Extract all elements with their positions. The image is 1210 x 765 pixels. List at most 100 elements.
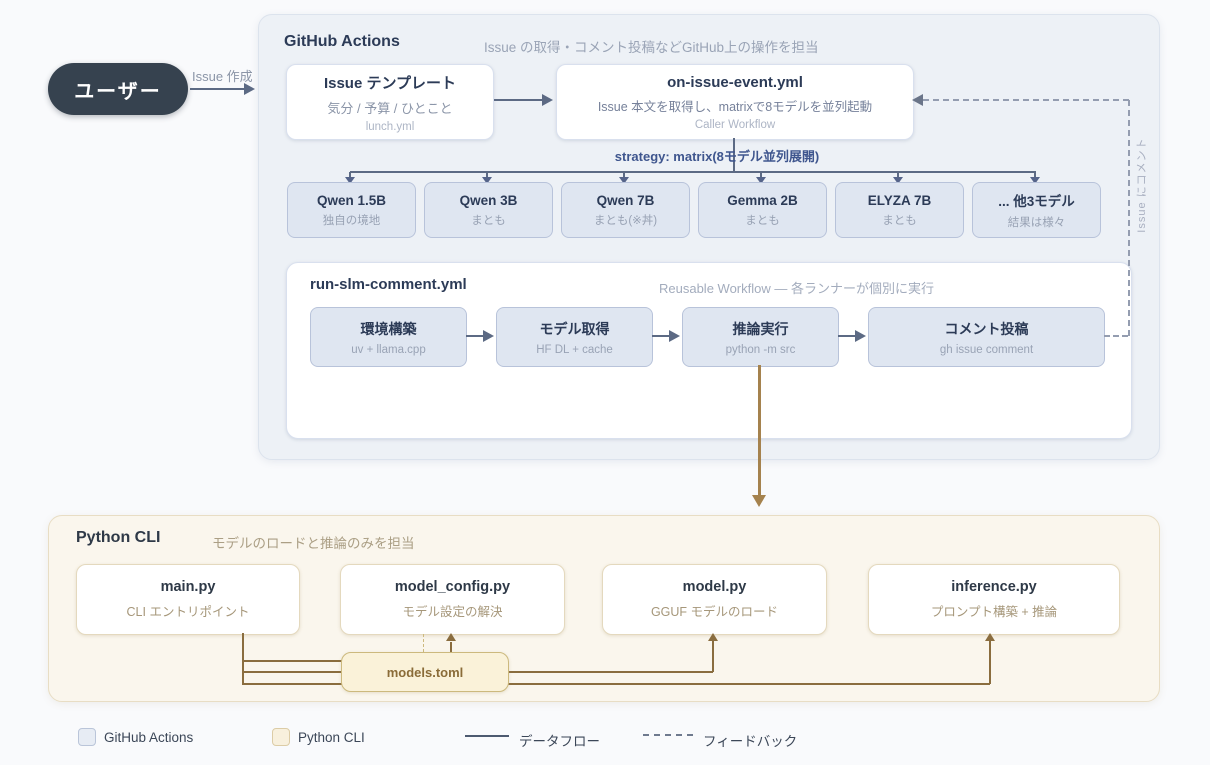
user-label: ユーザー	[74, 80, 162, 103]
toml-left-line	[242, 660, 342, 662]
model-node: Qwen 1.5B 独自の境地	[287, 182, 416, 238]
step-title: モデル取得	[539, 320, 610, 337]
matrix-branch-arrowhead	[756, 177, 766, 184]
issue-template-desc: 気分 / 予算 / ひとこと	[327, 100, 453, 116]
toml-left-line	[242, 683, 342, 685]
model-name: Gemma 2B	[727, 192, 798, 208]
file-node: model.py GGUF モデルのロード	[602, 564, 827, 635]
matrix-branch-line	[760, 172, 762, 178]
toml-to-config-riser	[450, 642, 452, 652]
step-arrow-line	[652, 335, 669, 337]
template-to-caller-line	[494, 99, 542, 101]
file-note: CLI エントリポイント	[126, 605, 250, 619]
file-note: プロンプト構築 + 推論	[930, 605, 1058, 619]
issue-template-node: Issue テンプレート 気分 / 予算 / ひとこと lunch.yml	[286, 64, 494, 140]
legend-swatch-python	[272, 728, 290, 746]
on-issue-event-desc: Issue 本文を取得し、matrixで8モデルを並列起動	[597, 99, 873, 114]
model-name: Qwen 7B	[596, 192, 655, 208]
matrix-branch-arrowhead	[893, 177, 903, 184]
file-node: inference.py プロンプト構築 + 推論	[868, 564, 1120, 635]
feedback-label-vertical: Issue にコメント	[1136, 137, 1148, 233]
matrix-branch-line	[486, 172, 488, 178]
models-toml-node: models.toml	[341, 652, 509, 692]
user-arrow-line	[190, 88, 244, 90]
file-note: GGUF モデルのロード	[650, 605, 779, 619]
feedback-line-bottom	[1104, 335, 1128, 337]
matrix-branch-line	[897, 172, 899, 178]
matrix-branch-line	[1034, 172, 1036, 178]
run-slm-title: run-slm-comment.yml	[310, 276, 467, 293]
step-title: コメント投稿	[944, 320, 1029, 337]
model-note: まとも	[745, 214, 780, 227]
models-toml-label: models.toml	[386, 664, 464, 680]
step-note: python -m src	[725, 343, 796, 356]
model-note: 独自の境地	[322, 214, 381, 227]
model-name: ... 他3モデル	[998, 194, 1075, 209]
legend-label-github: GitHub Actions	[104, 730, 194, 745]
model-name: Qwen 3B	[459, 192, 518, 208]
step-arrowhead	[669, 330, 680, 342]
inference-to-python-arrowhead	[752, 495, 766, 507]
on-issue-event-role: Caller Workflow	[694, 118, 776, 131]
mainpy-stem-line	[242, 633, 244, 685]
toml-to-inference-arrowhead	[985, 633, 995, 641]
matrix-branch-arrowhead	[619, 177, 629, 184]
feedback-line-top	[923, 99, 1129, 101]
step-arrowhead	[855, 330, 866, 342]
matrix-stem-line	[733, 138, 735, 172]
model-note: まとも	[882, 214, 917, 227]
model-note: 結果は様々	[1007, 217, 1066, 229]
step-title: 環境構築	[360, 320, 417, 337]
issue-create-label: Issue 作成	[192, 69, 253, 84]
feedback-line-right	[1128, 100, 1130, 336]
matrix-bus-line	[350, 171, 1036, 173]
model-node: ELYZA 7B まとも	[835, 182, 964, 238]
file-node: main.py CLI エントリポイント	[76, 564, 300, 635]
file-node: model_config.py モデル設定の解決	[340, 564, 565, 635]
file-name: model_config.py	[394, 579, 511, 595]
model-name: Qwen 1.5B	[316, 192, 387, 208]
inference-to-python-line	[758, 365, 761, 496]
toml-to-inference-riser	[989, 641, 991, 684]
legend-label-dataflow: データフロー	[519, 734, 600, 749]
github-actions-title: GitHub Actions	[284, 33, 400, 50]
toml-to-config-arrowhead	[446, 633, 456, 641]
step-note: gh issue comment	[939, 343, 1034, 356]
step-arrowhead	[483, 330, 494, 342]
matrix-branch-arrowhead	[482, 177, 492, 184]
feedback-arrowhead	[912, 94, 923, 106]
matrix-branch-line	[623, 172, 625, 178]
python-cli-title: Python CLI	[76, 529, 161, 546]
template-to-caller-arrowhead	[542, 94, 553, 106]
toml-left-line	[242, 671, 342, 673]
file-name: inference.py	[951, 579, 1037, 595]
step-node: コメント投稿 gh issue comment	[868, 307, 1105, 367]
model-node: Gemma 2B まとも	[698, 182, 827, 238]
toml-to-model-arrowhead	[708, 633, 718, 641]
github-actions-subtitle: Issue の取得・コメント投稿などGitHub上の操作を担当	[484, 40, 819, 55]
toml-to-inference-line	[507, 683, 990, 685]
legend-label-feedback: フィードバック	[703, 734, 798, 749]
step-node: 環境構築 uv + llama.cpp	[310, 307, 467, 367]
file-name: main.py	[160, 579, 216, 595]
step-note: uv + llama.cpp	[351, 343, 426, 356]
issue-template-file: lunch.yml	[365, 120, 415, 133]
legend-line-dataflow	[465, 735, 509, 737]
matrix-branch-arrowhead	[1030, 177, 1040, 184]
model-name: ELYZA 7B	[867, 192, 932, 208]
model-node: Qwen 3B まとも	[424, 182, 553, 238]
step-title: 推論実行	[732, 320, 789, 337]
user-node: ユーザー	[48, 63, 188, 115]
legend-swatch-github	[78, 728, 96, 746]
toml-to-model-line	[507, 671, 713, 673]
user-arrowhead	[244, 83, 255, 95]
model-node: Qwen 7B まとも(※丼)	[561, 182, 690, 238]
model-node: ... 他3モデル 結果は様々	[972, 182, 1101, 238]
step-node: モデル取得 HF DL + cache	[496, 307, 653, 367]
step-note: HF DL + cache	[536, 343, 613, 356]
run-slm-subtitle: Reusable Workflow — 各ランナーが個別に実行	[659, 281, 934, 296]
matrix-branch-line	[349, 172, 351, 178]
step-arrow-line	[466, 335, 483, 337]
matrix-branch-arrowhead	[345, 177, 355, 184]
